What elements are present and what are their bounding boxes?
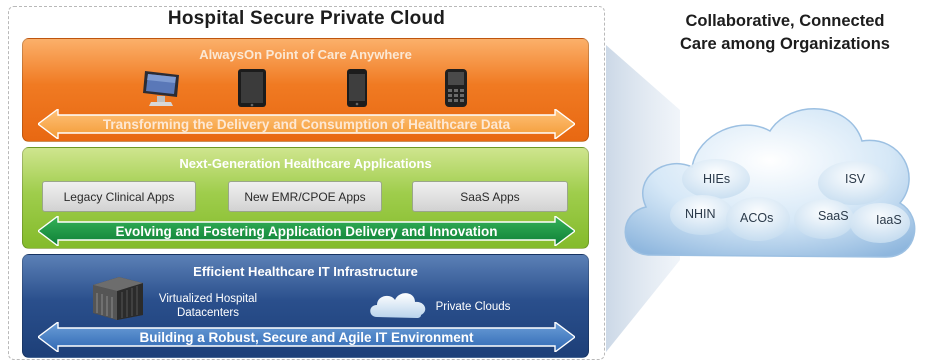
server-rack-icon [93,277,143,320]
access-layer-title: AlwaysOn Point of Care Anywhere [199,47,412,62]
applications-arrow-text: Evolving and Fostering Application Deliv… [115,223,498,239]
private-clouds-label: Private Clouds [435,301,511,313]
access-arrow: Transforming the Delivery and Consumptio… [38,109,575,139]
private-cloud-icon [370,293,426,318]
access-arrow-text: Transforming the Delivery and Consumptio… [102,116,511,132]
app-new-emr-cpoe: New EMR/CPOE Apps [228,181,382,212]
cloud-label-isv: ISV [845,172,866,186]
cloud-label-acos: ACOs [740,211,774,225]
cloud-label-iaas: IaaS [876,213,902,227]
applications-layer-title: Next-Generation Healthcare Applications [179,156,432,171]
infrastructure-layer-title: Efficient Healthcare IT Infrastructure [193,264,418,279]
desktop-monitor-icon [143,71,179,106]
datacenter-label-line1: Virtualized Hospital [158,293,258,305]
blackberry-phone-icon [445,69,467,107]
main-title: Hospital Secure Private Cloud [167,8,446,29]
cloud-label-nhin: NHIN [685,207,716,221]
tablet-icon [238,69,266,107]
infrastructure-layer: Efficient Healthcare IT Infrastructure V… [22,254,589,358]
cloud-label-hies: HIEs [703,172,731,186]
app-saas: SaaS Apps [412,181,568,212]
access-layer: AlwaysOn Point of Care Anywhere Transfor… [22,38,589,142]
smartphone-icon [347,69,367,107]
applications-layer: Next-Generation Healthcare Applications … [22,147,589,249]
applications-arrow: Evolving and Fostering Application Deliv… [38,216,575,246]
datacenter-label: Virtualized Hospital Datacenters [143,292,273,320]
app-legacy-clinical: Legacy Clinical Apps [42,181,196,212]
collaborative-care-title-line2: Care among Organizations [680,35,890,53]
collaborative-care-title-line1: Collaborative, Connected [685,12,885,30]
infrastructure-arrow-text: Building a Robust, Secure and Agile IT E… [139,329,474,345]
infrastructure-arrow: Building a Robust, Secure and Agile IT E… [38,322,575,352]
datacenter-label-line2: Datacenters [176,307,239,319]
cloud-label-saas: SaaS [818,209,849,223]
community-cloud-icon [624,108,916,258]
collaborative-care-title: Collaborative, Connected Care among Orga… [655,10,915,56]
